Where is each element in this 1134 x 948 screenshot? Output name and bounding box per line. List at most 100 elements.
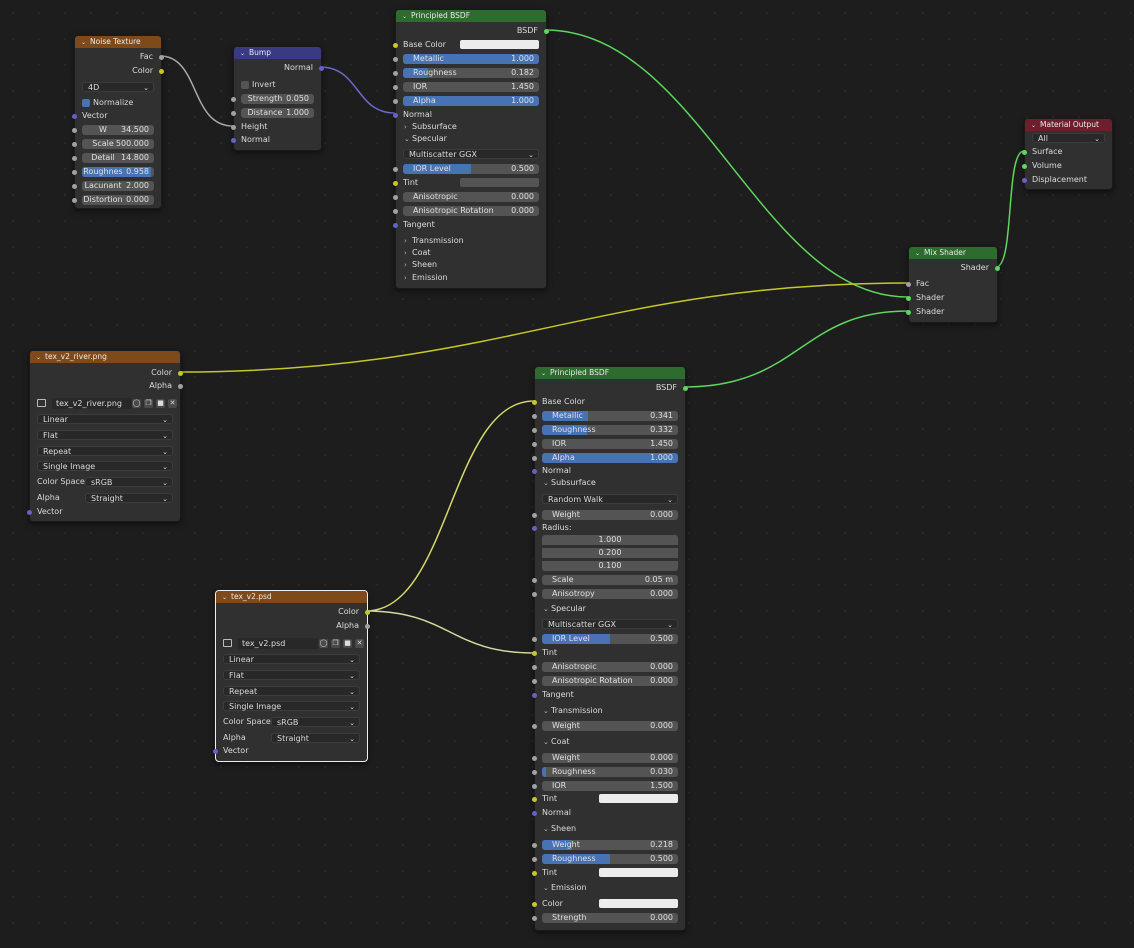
source-dropdown[interactable]: Single Image⌄ <box>37 461 173 471</box>
socket-icon[interactable] <box>1022 150 1027 155</box>
emission-panel-toggle[interactable]: ⌄Emission <box>543 883 587 892</box>
socket-icon[interactable] <box>393 113 398 118</box>
copy-icon[interactable]: ❐ <box>144 399 153 408</box>
image-icon[interactable] <box>37 399 46 407</box>
socket-icon[interactable] <box>532 456 537 461</box>
chevron-down-icon[interactable]: ⌄ <box>81 39 87 46</box>
emission-panel-toggle[interactable]: ›Emission <box>404 273 448 282</box>
chevron-down-icon[interactable]: ⌄ <box>240 50 246 57</box>
distribution-dropdown[interactable]: Multiscatter GGX⌄ <box>542 619 678 629</box>
shield-icon[interactable]: ◯ <box>132 399 141 408</box>
socket-icon[interactable] <box>231 111 236 116</box>
chevron-down-icon[interactable]: ⌄ <box>402 13 408 20</box>
socket-icon[interactable] <box>532 756 537 761</box>
socket-icon[interactable] <box>532 693 537 698</box>
extension-dropdown[interactable]: Repeat⌄ <box>223 686 360 696</box>
socket-icon[interactable] <box>393 71 398 76</box>
target-dropdown[interactable]: All⌄ <box>1032 133 1105 143</box>
socket-icon[interactable] <box>532 843 537 848</box>
alpha-mode-dropdown[interactable]: Straight⌄ <box>271 733 360 743</box>
node-header[interactable]: ⌄Mix Shader <box>909 247 997 259</box>
node-header[interactable]: ⌄Bump <box>234 47 321 59</box>
socket-icon[interactable] <box>532 526 537 531</box>
interpolation-dropdown[interactable]: Linear⌄ <box>37 414 173 424</box>
subsurface-method-dropdown[interactable]: Random Walk⌄ <box>542 494 678 504</box>
emission-color-swatch[interactable] <box>599 899 678 908</box>
color-space-dropdown[interactable]: sRGB⌄ <box>85 477 173 487</box>
socket-icon[interactable] <box>393 223 398 228</box>
node-header[interactable]: ⌄Material Output <box>1025 119 1112 131</box>
socket-icon[interactable] <box>532 811 537 816</box>
specular-panel-toggle[interactable]: ⌄Specular <box>404 134 447 143</box>
socket-icon[interactable] <box>72 114 77 119</box>
socket-icon[interactable] <box>393 43 398 48</box>
mix-shader-node[interactable]: ⌄Mix Shader Shader Fac Shader Shader <box>906 246 1000 323</box>
sheen-panel-toggle[interactable]: ›Sheen <box>404 260 438 269</box>
copy-icon[interactable]: ❐ <box>331 639 340 648</box>
socket-icon[interactable] <box>27 510 32 515</box>
socket-icon[interactable] <box>393 57 398 62</box>
socket-icon[interactable] <box>532 592 537 597</box>
socket-icon[interactable] <box>532 679 537 684</box>
socket-icon[interactable] <box>906 310 911 315</box>
socket-icon[interactable] <box>532 637 537 642</box>
node-header[interactable]: ⌄Principled BSDF <box>535 367 685 379</box>
projection-dropdown[interactable]: Flat⌄ <box>37 430 173 440</box>
socket-icon[interactable] <box>365 610 370 615</box>
image-name-field[interactable]: tex_v2.psd <box>238 638 318 649</box>
socket-icon[interactable] <box>393 195 398 200</box>
shield-icon[interactable]: ◯ <box>319 639 328 648</box>
folder-icon[interactable]: ■ <box>343 639 352 648</box>
subsurface-panel-toggle[interactable]: ›Subsurface <box>404 122 457 131</box>
folder-icon[interactable]: ■ <box>156 399 165 408</box>
socket-icon[interactable] <box>906 296 911 301</box>
normalize-checkbox[interactable] <box>82 99 90 107</box>
socket-icon[interactable] <box>532 428 537 433</box>
socket-icon[interactable] <box>72 198 77 203</box>
socket-icon[interactable] <box>72 142 77 147</box>
chevron-down-icon[interactable]: ⌄ <box>222 594 228 601</box>
socket-icon[interactable] <box>544 29 549 34</box>
close-icon[interactable]: ✕ <box>355 639 364 648</box>
transmission-panel-toggle[interactable]: ⌄Transmission <box>543 706 603 715</box>
socket-icon[interactable] <box>213 749 218 754</box>
socket-icon[interactable] <box>178 371 183 376</box>
socket-icon[interactable] <box>532 784 537 789</box>
socket-icon[interactable] <box>532 770 537 775</box>
socket-icon[interactable] <box>532 902 537 907</box>
chevron-down-icon[interactable]: ⌄ <box>541 370 547 377</box>
coat-panel-toggle[interactable]: ⌄Coat <box>543 737 570 746</box>
radius-z-field[interactable]: 0.100 <box>542 561 678 571</box>
socket-icon[interactable] <box>72 184 77 189</box>
transmission-panel-toggle[interactable]: ›Transmission <box>404 236 464 245</box>
coat-panel-toggle[interactable]: ›Coat <box>404 248 431 257</box>
sheen-tint-swatch[interactable] <box>599 868 678 877</box>
socket-icon[interactable] <box>532 414 537 419</box>
socket-icon[interactable] <box>995 266 1000 271</box>
interpolation-dropdown[interactable]: Linear⌄ <box>223 654 360 664</box>
chevron-down-icon[interactable]: ⌄ <box>1031 122 1037 129</box>
socket-icon[interactable] <box>1022 178 1027 183</box>
noise-texture-node[interactable]: ⌄Noise Texture Fac Color 4D⌄ Normalize V… <box>72 35 164 209</box>
socket-icon[interactable] <box>532 857 537 862</box>
socket-icon[interactable] <box>532 665 537 670</box>
chevron-down-icon[interactable]: ⌄ <box>36 354 42 361</box>
